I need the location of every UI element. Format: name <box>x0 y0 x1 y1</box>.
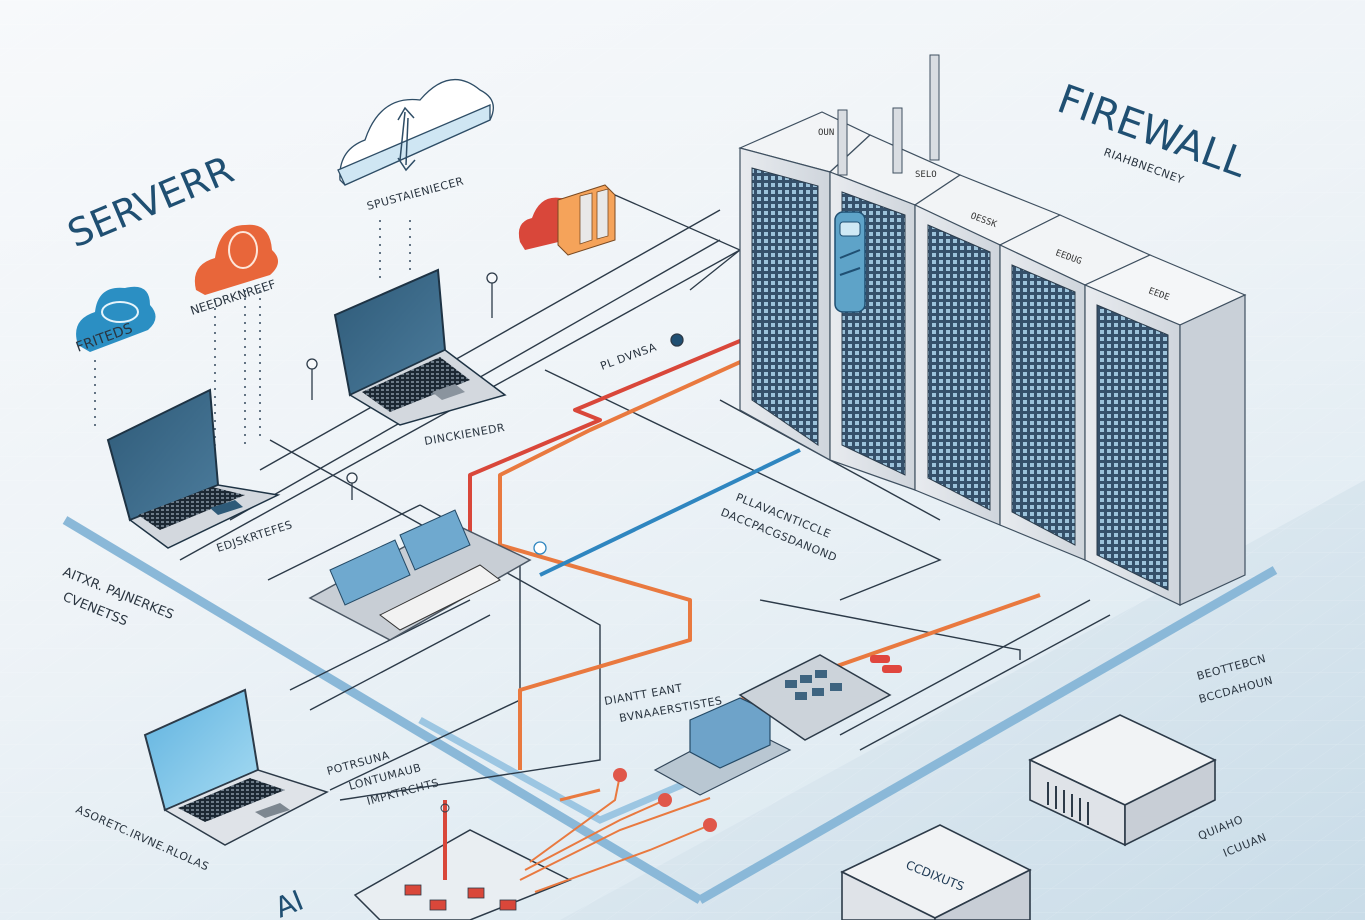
antenna-3 <box>929 54 940 161</box>
laptop-bottom[interactable] <box>143 688 329 846</box>
lock-device-icon <box>834 211 866 313</box>
rack-4: EEDUG <box>998 214 1152 561</box>
antenna-1 <box>837 109 848 176</box>
rack-1-tag: OUN <box>818 128 834 138</box>
rack-2: SELO <box>828 54 962 491</box>
router-box <box>1028 714 1217 847</box>
antenna-2 <box>892 107 903 174</box>
laptop-top[interactable] <box>333 268 507 426</box>
rack-2-tag: SELO <box>915 170 937 180</box>
red-connectors <box>870 655 902 673</box>
switch-panel <box>308 509 532 641</box>
zone-border-right <box>697 566 1278 904</box>
cable-red <box>468 318 791 560</box>
cable-nodes <box>613 768 717 832</box>
laptop-left[interactable] <box>106 388 281 549</box>
dotted-links <box>94 220 411 450</box>
sync-arrows-icon <box>397 106 416 172</box>
sync-cloud <box>337 78 494 186</box>
test-board <box>353 768 717 920</box>
blue-cloud <box>76 286 156 352</box>
pin-markers <box>306 272 684 555</box>
cable-blue <box>539 448 801 577</box>
firewall-rack-row: OUN SELO OESSK <box>738 54 1247 606</box>
storage-block <box>653 697 792 796</box>
cable-orange <box>498 333 801 770</box>
zone-border-left <box>62 516 703 904</box>
rack-3: OESSK <box>913 174 1062 526</box>
orange-cloud <box>194 224 279 295</box>
rack-5: EEDE <box>1083 254 1247 606</box>
cloud-folder <box>518 184 742 291</box>
appliance-box: CCDIXUTS <box>840 824 1032 920</box>
patch-panel <box>738 654 902 741</box>
